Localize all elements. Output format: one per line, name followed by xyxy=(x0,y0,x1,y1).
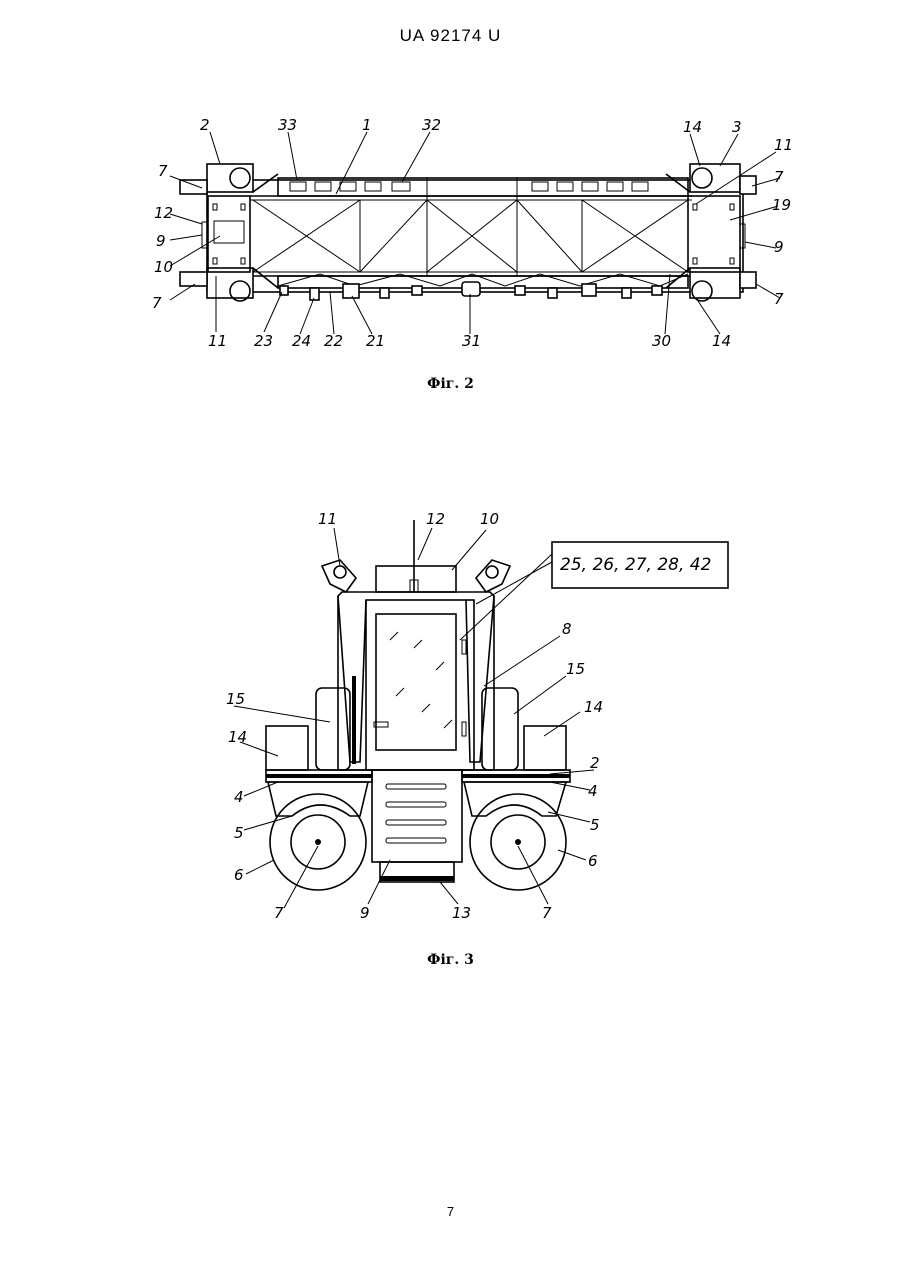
document-header: UA 92174 U xyxy=(0,26,901,46)
fig3-label: 6 xyxy=(234,866,244,884)
tank-left xyxy=(266,726,308,770)
fig3-label: 7 xyxy=(542,904,552,922)
fig3-label: 15 xyxy=(566,660,585,678)
fig3-label: 10 xyxy=(480,510,499,528)
fig3-label: 4 xyxy=(234,788,244,806)
roof-unit xyxy=(376,566,456,592)
fig3-label: 15 xyxy=(226,690,245,708)
cab-door xyxy=(366,600,474,770)
fig3-label: 5 xyxy=(590,816,600,834)
fig2-label: 2 xyxy=(200,116,210,134)
fig2-label: 10 xyxy=(154,258,173,276)
fig2-label: 11 xyxy=(774,136,793,154)
fig2-label: 7 xyxy=(158,162,168,180)
engine-box-right xyxy=(482,688,518,770)
page-number: 7 xyxy=(0,1204,901,1219)
cab-window-left xyxy=(214,221,244,243)
figure-3-drawing: 11 12 10 25, 26, 27, 28, 42 8 15 15 14 1… xyxy=(200,500,760,940)
fig2-label: 7 xyxy=(152,294,162,312)
fig3-label: 12 xyxy=(426,510,445,528)
fig3-label: 14 xyxy=(228,728,247,746)
fig2-label: 9 xyxy=(156,232,166,250)
fig2-label: 12 xyxy=(154,204,173,222)
fig2-label: 11 xyxy=(208,332,227,350)
fig3-label: 2 xyxy=(590,754,600,772)
fig2-label: 9 xyxy=(774,238,784,256)
fig2-label: 22 xyxy=(324,332,343,350)
cab-window xyxy=(376,614,456,750)
fig3-label: 11 xyxy=(318,510,337,528)
fig2-label: 19 xyxy=(772,196,791,214)
fig2-label: 7 xyxy=(774,168,784,186)
fig2-label: 31 xyxy=(462,332,481,350)
fig2-label: 14 xyxy=(712,332,731,350)
fig2-label: 32 xyxy=(422,116,441,134)
figure-2-drawing: 2 33 1 32 14 3 11 7 7 19 12 9 10 9 7 7 1… xyxy=(140,108,800,358)
fig3-label: 9 xyxy=(360,904,370,922)
fig2-label: 7 xyxy=(774,290,784,308)
fig3-label: 25, 26, 27, 28, 42 xyxy=(560,555,711,575)
fig3-label: 6 xyxy=(588,852,598,870)
fig2-label: 14 xyxy=(683,118,702,136)
figure-3-caption: Фіг. 3 xyxy=(0,952,901,968)
fig3-label: 14 xyxy=(584,698,603,716)
fig2-label: 30 xyxy=(652,332,671,350)
fig3-label: 4 xyxy=(588,782,598,800)
tank-right xyxy=(524,726,566,770)
fig2-label: 33 xyxy=(278,116,297,134)
figure-2-caption: Фіг. 2 xyxy=(0,376,901,392)
fig2-label: 23 xyxy=(254,332,273,350)
fig3-label: 13 xyxy=(452,904,471,922)
fig2-label: 1 xyxy=(362,116,372,134)
fig2-label: 24 xyxy=(292,332,311,350)
fig3-label: 7 xyxy=(274,904,284,922)
fig2-label: 3 xyxy=(732,118,742,136)
fig3-label: 8 xyxy=(562,620,572,638)
fig3-label: 5 xyxy=(234,824,244,842)
fig2-label: 21 xyxy=(366,332,385,350)
